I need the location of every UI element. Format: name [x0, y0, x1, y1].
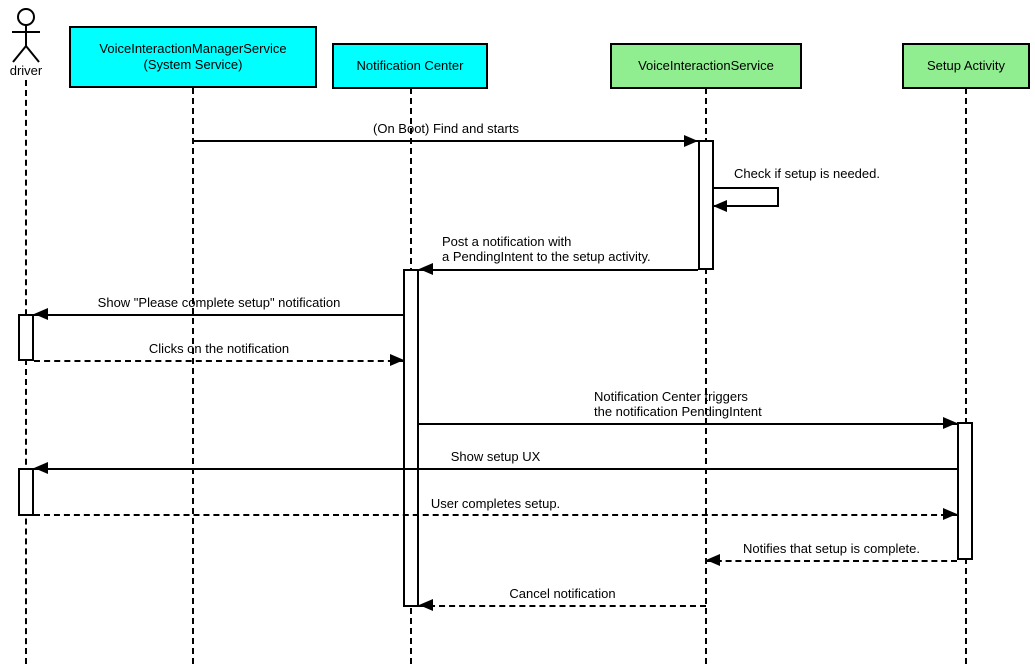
activation-notification-center	[403, 269, 419, 607]
message-line	[419, 423, 957, 425]
participant-voice-interaction-manager-service: VoiceInteractionManagerService (System S…	[69, 26, 317, 88]
message-line	[194, 140, 698, 142]
arrow-left-icon	[706, 554, 720, 566]
message-label: Notification Center triggers the notific…	[594, 389, 762, 419]
arrow-right-icon	[684, 135, 698, 147]
arrow-right-icon	[943, 508, 957, 520]
message-label: (On Boot) Find and starts	[373, 121, 519, 136]
message-line	[34, 468, 957, 470]
message-label: Clicks on the notification	[148, 341, 290, 356]
message-line	[419, 605, 706, 607]
arrow-right-icon	[943, 417, 957, 429]
self-message-loop	[713, 187, 779, 207]
arrow-left-icon	[419, 263, 433, 275]
message-line	[706, 560, 957, 562]
arrow-right-icon	[390, 354, 404, 366]
message-line	[419, 269, 698, 271]
lifeline-setup-activity	[965, 88, 967, 664]
activation-driver-2	[18, 468, 34, 516]
message-line	[34, 514, 957, 516]
lifeline-voice-interaction-service	[705, 88, 707, 664]
message-label: User completes setup.	[430, 496, 561, 511]
activation-setup-activity	[957, 422, 973, 560]
message-label: Show "Please complete setup" notificatio…	[97, 295, 341, 310]
arrow-left-icon	[419, 599, 433, 611]
participant-setup-activity: Setup Activity	[902, 43, 1030, 89]
message-label: Cancel notification	[509, 586, 616, 601]
message-line	[34, 314, 404, 316]
message-label: Post a notification with a PendingIntent…	[442, 234, 651, 264]
activation-driver-1	[18, 314, 34, 361]
message-line	[34, 360, 404, 362]
message-label: Notifies that setup is complete.	[742, 541, 921, 556]
arrow-left-icon	[34, 308, 48, 320]
arrow-left-icon	[713, 200, 727, 212]
actor-driver-label: driver	[9, 63, 43, 78]
lifeline-voice-interaction-manager-service	[192, 88, 194, 664]
lifeline-driver	[25, 80, 27, 664]
message-label: Show setup UX	[450, 449, 541, 464]
participant-notification-center: Notification Center	[332, 43, 488, 89]
participant-voice-interaction-service: VoiceInteractionService	[610, 43, 802, 89]
actor-driver-icon	[12, 8, 40, 63]
activation-voice-interaction-service	[698, 140, 714, 270]
message-label: Check if setup is needed.	[734, 166, 880, 181]
arrow-left-icon	[34, 462, 48, 474]
